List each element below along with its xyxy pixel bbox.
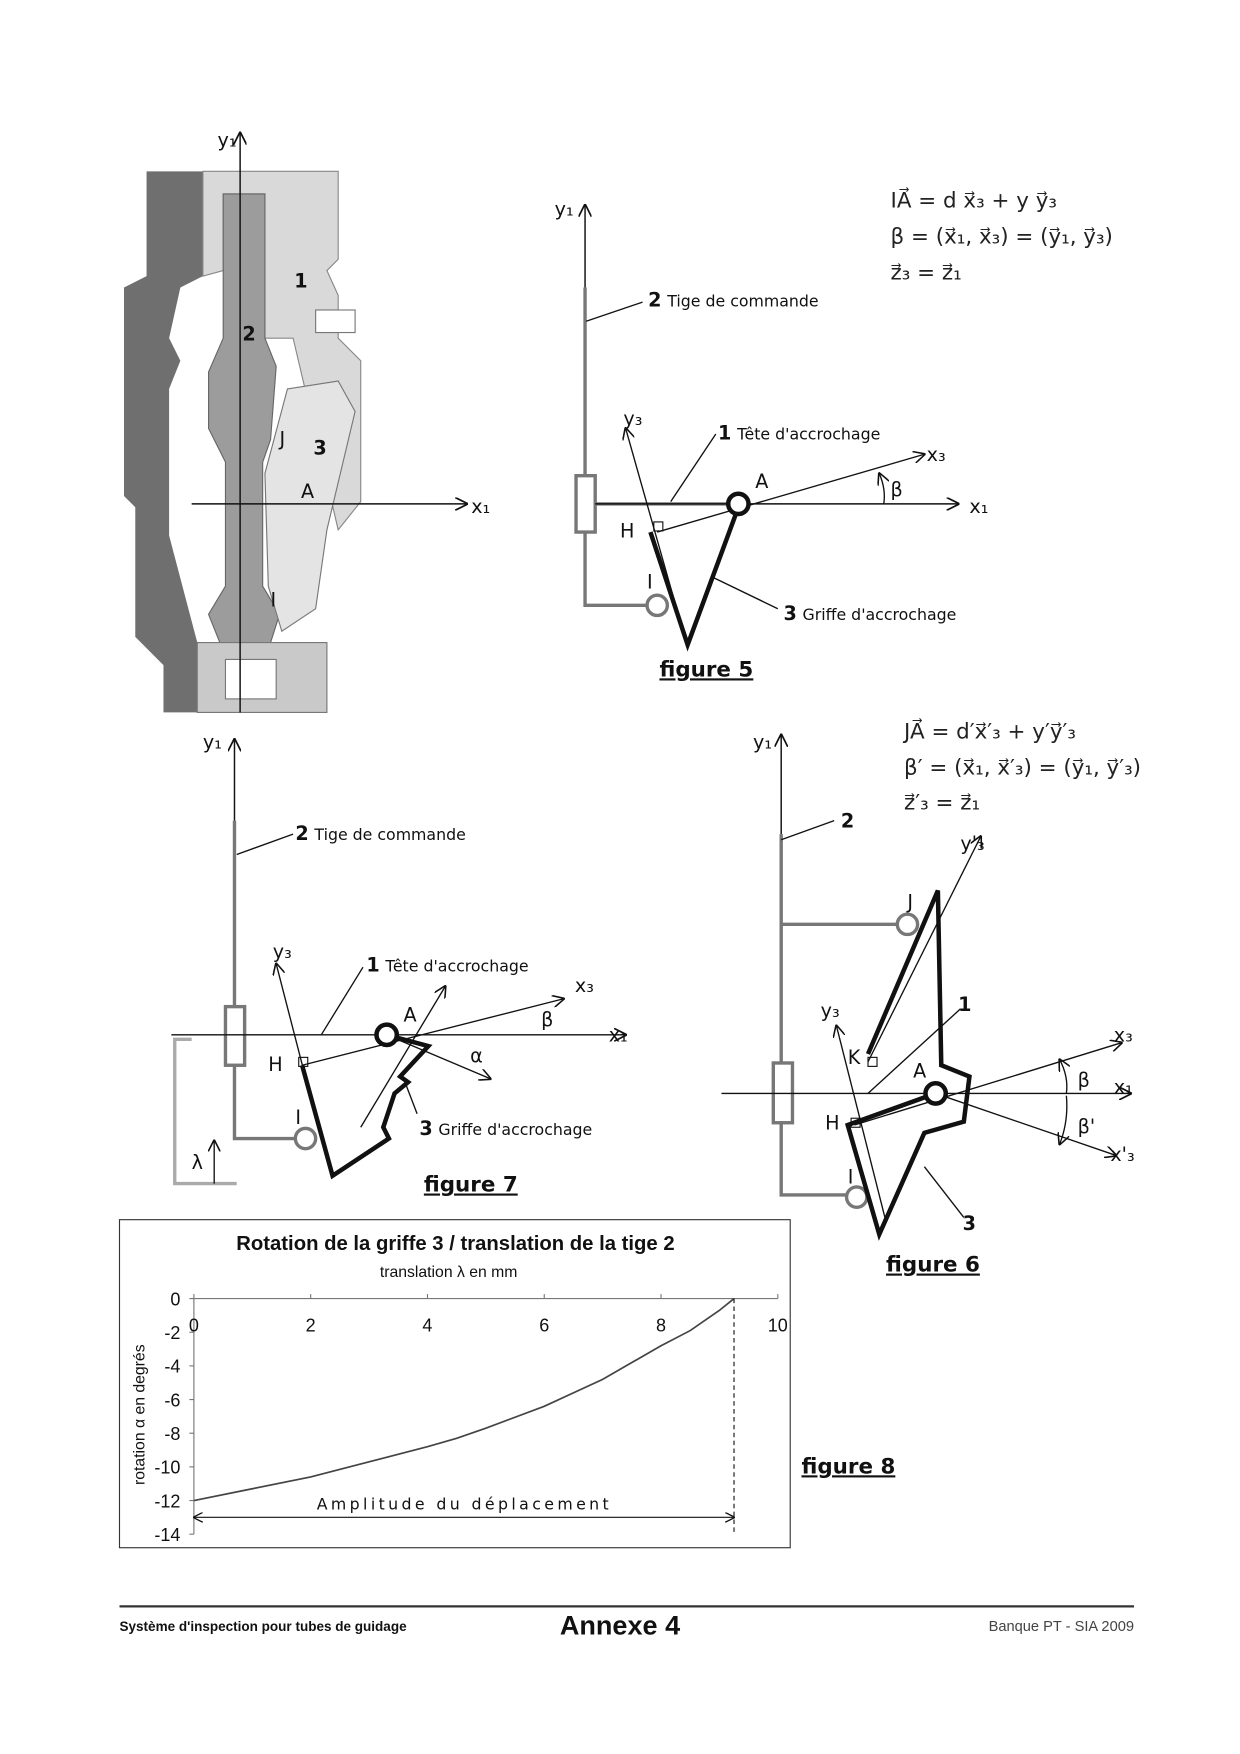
x-tick-label: 6 [539, 1315, 549, 1335]
x-tick-label: 10 [768, 1315, 788, 1335]
equation: z⃗′₃ = z⃗₁ [904, 790, 980, 815]
axis-x3-label: x₃ [1114, 1024, 1133, 1047]
chart-title: Rotation de la griffe 3 / translation de… [236, 1233, 674, 1255]
equation: IA⃗ = d x⃗₃ + y y⃗₃ [891, 187, 1057, 214]
equation: β′ = (x⃗₁, x⃗′₃) = (y⃗₁, y⃗′₃) [904, 755, 1141, 780]
point-i-label: I [271, 588, 277, 611]
point-a-label: A [301, 480, 314, 503]
axis-x1-label: x₁ [969, 495, 988, 518]
figure-8-chart: Rotation de la griffe 3 / translation de… [118, 1219, 791, 1549]
point-j-label: J [906, 891, 913, 914]
part-3-label: 3 Griffe d'accrochage [419, 1117, 592, 1140]
slot [315, 309, 356, 334]
x-tick-label: 8 [656, 1315, 666, 1335]
footer-right: Banque PT - SIA 2009 [989, 1619, 1134, 1635]
footer-center: Annexe 4 [560, 1611, 680, 1641]
y-tick-label: -6 [164, 1390, 180, 1410]
angle-beta-label: β [541, 1008, 553, 1031]
axis-xp3-label: x'₃ [1110, 1143, 1134, 1166]
point-a-label: A [404, 1003, 417, 1026]
amplitude-annotation: Amplitude du déplacement [317, 1494, 612, 1513]
axis-x1-label: x₁ [1114, 1075, 1133, 1098]
part-3-label: 3 Griffe d'accrochage [783, 602, 956, 625]
part-2-label: 2 Tige de commande [295, 822, 465, 845]
point-a-label: A [913, 1060, 926, 1083]
y-tick-label: -8 [164, 1424, 180, 1444]
y-tick-label: -12 [154, 1491, 180, 1511]
figure-5-caption: figure 5 [659, 657, 753, 682]
figure-5: y₁ x₁ y₃ x₃ A H I β 2 Tige de commande 1… [555, 187, 1113, 683]
angle-beta-prime-label: β' [1078, 1115, 1096, 1138]
part-1-label: 1 [294, 269, 307, 292]
x-tick-label: 2 [306, 1315, 316, 1335]
equation: z⃗₃ = z⃗₁ [890, 261, 961, 286]
point-i-label: I [647, 570, 653, 593]
figure-7-caption: figure 7 [424, 1173, 518, 1198]
angle-alpha-label: α [470, 1044, 483, 1067]
angle-beta-label: β [1078, 1069, 1090, 1092]
point-i-label: I [848, 1166, 854, 1189]
figure-8-caption: figure 8 [801, 1454, 895, 1479]
figure-6: y₁ x₁ y₃ x₃ y'₃ x'₃ A H I J K β β' 2 1 3… [721, 717, 1141, 1278]
axis-x3-label: x₃ [575, 974, 594, 997]
claw-3 [264, 380, 356, 633]
axis-y1-label: y₁ [753, 730, 772, 753]
point-h-label: H [268, 1053, 282, 1076]
point-a-label: A [755, 470, 768, 493]
x-tick-label: 0 [189, 1315, 199, 1335]
lambda-label: λ [192, 1151, 203, 1174]
figure-7: y₁ x₁ y₃ x₃ A H I β α λ 2 Tige de comman… [171, 730, 628, 1198]
body-dark [124, 171, 203, 713]
part-3-label: 3 [963, 1212, 976, 1235]
part-1-label: 1 Tête d'accrochage [366, 954, 528, 977]
axis-x1-label: x₁ [471, 495, 490, 518]
part-3-label: 3 [313, 436, 326, 459]
data-line [193, 1297, 735, 1502]
footer-left: Système d'inspection pour tubes de guida… [120, 1619, 408, 1634]
axis-y1-label: y₁ [555, 197, 574, 220]
part-1-label: 1 [958, 993, 971, 1016]
y-axis-label: rotation α en degrés [131, 1344, 148, 1485]
x-axis-label: translation λ en mm [380, 1264, 518, 1281]
section-view: y₁ x₁ 1 2 3 J A I [124, 129, 490, 713]
axis-y1-label: y₁ [218, 129, 237, 152]
point-i-label: I [295, 1106, 301, 1129]
point-h-label: H [620, 520, 634, 543]
y-tick-label: -10 [154, 1458, 180, 1478]
angle-beta-label: β [891, 478, 903, 501]
y-tick-label: -4 [164, 1357, 180, 1377]
axis-y3-label: y₃ [623, 407, 642, 430]
point-k-label: K [848, 1046, 861, 1069]
point-j-label: J [279, 427, 286, 450]
part-2-label: 2 Tige de commande [648, 289, 818, 312]
slot [224, 658, 277, 700]
part-2-label: 2 [242, 322, 255, 345]
axis-y3-label: y₃ [821, 999, 840, 1022]
y-tick-label: 0 [170, 1289, 180, 1309]
axis-x3-label: x₃ [927, 443, 946, 466]
y-tick-label: -14 [154, 1525, 180, 1545]
x-tick-label: 4 [422, 1315, 432, 1335]
equation: JA⃗ = d′x⃗′₃ + y′y⃗′₃ [902, 717, 1076, 744]
axis-yp3-label: y'₃ [960, 832, 984, 855]
equation: β = (x⃗₁, x⃗₃) = (y⃗₁, y⃗₃) [891, 224, 1113, 249]
axis-y1-label: y₁ [203, 730, 222, 753]
axis-x1-label: x₁ [609, 1024, 628, 1047]
part-2-label: 2 [841, 809, 854, 832]
figure-6-caption: figure 6 [886, 1253, 980, 1278]
point-h-label: H [825, 1112, 839, 1135]
y-tick-label: -2 [164, 1323, 180, 1343]
axis-y3-label: y₃ [273, 940, 292, 963]
part-1-label: 1 Tête d'accrochage [718, 422, 880, 445]
